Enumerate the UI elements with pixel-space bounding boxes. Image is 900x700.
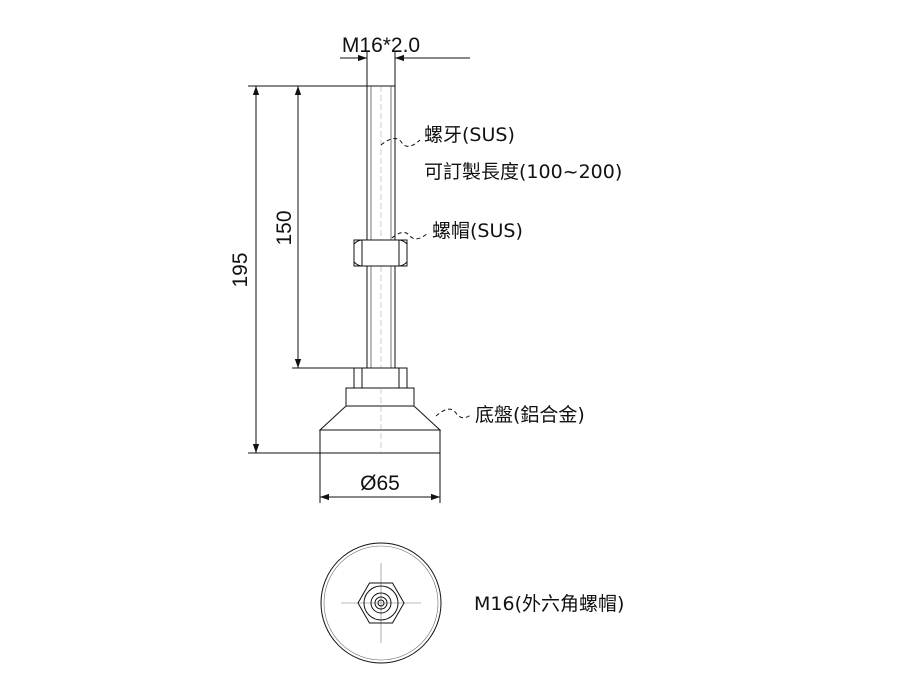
thread-length-callout: 可訂製長度(100~200) xyxy=(424,161,622,183)
thread-spec-label: M16*2.0 xyxy=(342,34,420,57)
threaded-stud xyxy=(366,85,396,369)
base-plate xyxy=(318,387,442,454)
top-view-label: M16(外六角螺帽) xyxy=(474,593,624,615)
hex-nut-top-outline xyxy=(357,582,405,624)
nut-callout: 螺帽(SUS) xyxy=(432,220,523,242)
callout-leaders xyxy=(380,138,473,419)
dimension-lines xyxy=(248,52,470,503)
top-view xyxy=(320,542,442,664)
hex-nut xyxy=(353,239,408,267)
base-callout: 底盤(鋁合金) xyxy=(475,404,585,426)
overall-height-label: 195 xyxy=(229,252,252,287)
side-view xyxy=(318,85,442,454)
stud-length-label: 150 xyxy=(273,210,296,245)
base-hex xyxy=(353,367,408,389)
base-diameter-label: Ø65 xyxy=(360,472,400,495)
thread-callout: 螺牙(SUS) xyxy=(424,124,515,146)
